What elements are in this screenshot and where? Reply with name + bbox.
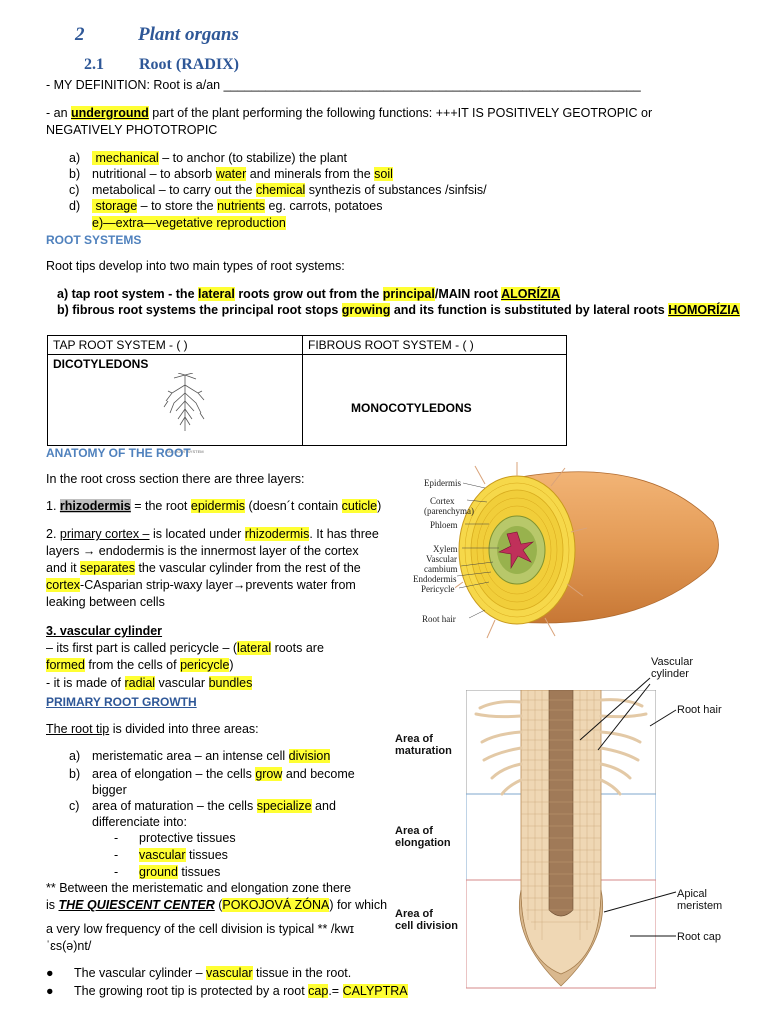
table-header-tap: TAP ROOT SYSTEM - ( ) xyxy=(47,335,303,355)
tip-label-elongation: Area of xyxy=(395,825,433,837)
cross-label: Vascular xyxy=(426,554,457,564)
subsection-number: 2.1 xyxy=(84,56,104,73)
root-system-table: TAP ROOT SYSTEM - ( ) FIBROUS ROOT SYSTE… xyxy=(47,335,567,454)
root-cross-section-illustration xyxy=(455,462,719,639)
quiescent-line-1: ** Between the meristematic and elongati… xyxy=(46,881,352,895)
area-c-line-2: differenciate into: xyxy=(92,815,187,829)
monocotyledons-label: MONOCOTYLEDONS xyxy=(351,401,472,415)
cross-label: Pericycle xyxy=(421,584,455,594)
bullet-item: ●The vascular cylinder – vascular tissue… xyxy=(46,966,352,980)
section-number: 2 xyxy=(75,24,85,45)
tissue-item: -vascular tissues xyxy=(114,848,228,862)
area-a: a)meristematic area – an intense cell di… xyxy=(69,749,331,763)
area-c: c)area of maturation – the cells special… xyxy=(69,799,336,813)
tip-label-root-cap: Root cap xyxy=(677,931,722,943)
function-e: e)—extra—vegetative reproduction xyxy=(92,216,286,230)
growth-heading: PRIMARY ROOT GROWTH xyxy=(46,695,197,709)
page-title: Plant organs xyxy=(138,24,239,45)
cross-label: Phloem xyxy=(430,520,458,530)
function-a: a) mechanical – to anchor (to stabilize)… xyxy=(69,151,348,165)
layer-2-line-4: cortex-CAsparian strip-waxy layer→preven… xyxy=(46,578,356,592)
cross-label: Endodermis xyxy=(413,574,457,584)
cross-label: (parenchyma) xyxy=(424,506,474,516)
area-b: b)area of elongation – the cells grow an… xyxy=(69,767,355,781)
cross-label: Root hair xyxy=(422,614,456,624)
definition-line: - MY DEFINITION: Root is a/an __________… xyxy=(46,78,641,92)
root-systems-heading: ROOT SYSTEMS xyxy=(46,233,142,247)
root-tip-intro: The root tip is divided into three areas… xyxy=(46,722,259,736)
tissue-item: -protective tissues xyxy=(114,831,236,845)
layer-3-line-2: formed from the cells of pericycle) xyxy=(46,658,234,672)
tip-label-root-hair: Root hair xyxy=(677,704,722,716)
root-systems-intro: Root tips develop into two main types of… xyxy=(46,259,345,273)
intro-line: - an underground part of the plant perfo… xyxy=(46,106,653,120)
layer-1-line: 1. rhizodermis = the root epidermis (doe… xyxy=(46,499,382,513)
subsection-title: Root (RADIX) xyxy=(139,56,239,73)
tap-root-line: a) tap root system - the lateral roots g… xyxy=(57,287,561,301)
tap-root-drawing xyxy=(163,373,205,431)
function-d: d) storage – to store the nutrients eg. … xyxy=(69,199,383,213)
tip-label-apical: Apical xyxy=(677,888,707,900)
cross-leader-lines xyxy=(456,482,499,619)
intro-line-2: NEGATIVELY PHOTOTROPIC xyxy=(46,123,218,137)
tip-label-maturation: Area of xyxy=(395,733,433,745)
layer-3-title: 3. vascular cylinder xyxy=(46,624,163,638)
layer-2-line-3: and it separates the vascular cylinder f… xyxy=(46,561,361,575)
tip-label-elongation-2: elongation xyxy=(395,837,451,849)
quiescent-line-3: a very low frequency of the cell divisio… xyxy=(46,922,355,936)
anatomy-heading: ANATOMY OF THE ROOT xyxy=(46,446,191,460)
layer-3-line-1: – its first part is called pericycle – (… xyxy=(46,641,324,655)
cross-label: Cortex xyxy=(430,496,455,506)
anatomy-intro: In the root cross section there are thre… xyxy=(46,472,305,486)
area-b-line-2: bigger xyxy=(92,783,127,797)
quiescent-line-4: ˈɛs(ə)nt/ xyxy=(46,939,92,953)
tip-label-division: Area of xyxy=(395,908,433,920)
drawing-caption: TAP ROOT SYSTEM xyxy=(166,449,204,454)
layer-2-line-5: leaking between cells xyxy=(46,595,165,609)
layer-2-line-1: 2. primary cortex – is located under rhi… xyxy=(46,527,379,541)
layer-3-line-3: - it is made of radial vascular bundles xyxy=(46,676,253,690)
layer-2-line-2: layers → endodermis is the innermost lay… xyxy=(46,544,359,558)
function-c: c)metabolical – to carry out the chemica… xyxy=(69,183,487,197)
cross-label: cambium xyxy=(424,564,458,574)
tip-label-vascular: Vascular xyxy=(651,656,693,668)
tissue-item: -ground tissues xyxy=(114,865,221,879)
tip-label-meristem: meristem xyxy=(677,900,723,912)
function-b: b)nutritional – to absorb water and mine… xyxy=(69,167,393,181)
quiescent-line-2: is THE QUIESCENT CENTER (POKOJOVÁ ZÓNA) … xyxy=(46,898,388,912)
tip-label-division-2: cell division xyxy=(395,920,458,932)
root-tip-illustration xyxy=(466,690,656,989)
dicotyledons-label: DICOTYLEDONS xyxy=(53,357,149,371)
cross-label: Epidermis xyxy=(424,478,461,488)
tip-label-cylinder: cylinder xyxy=(651,668,689,680)
table-cell-mono: MONOCOTYLEDONS xyxy=(302,354,567,446)
tip-label-maturation-2: maturation xyxy=(395,745,452,757)
bullet-item: ●The growing root tip is protected by a … xyxy=(46,984,408,998)
cross-label: Xylem xyxy=(433,544,458,554)
table-header-fibrous: FIBROUS ROOT SYSTEM - ( ) xyxy=(302,335,567,355)
table-cell-dico: DICOTYLEDONS TAP ROOT SYSTEM xyxy=(47,354,303,454)
fibrous-root-line: b) fibrous root systems the principal ro… xyxy=(57,303,740,317)
tip-leader-lines xyxy=(579,677,677,937)
